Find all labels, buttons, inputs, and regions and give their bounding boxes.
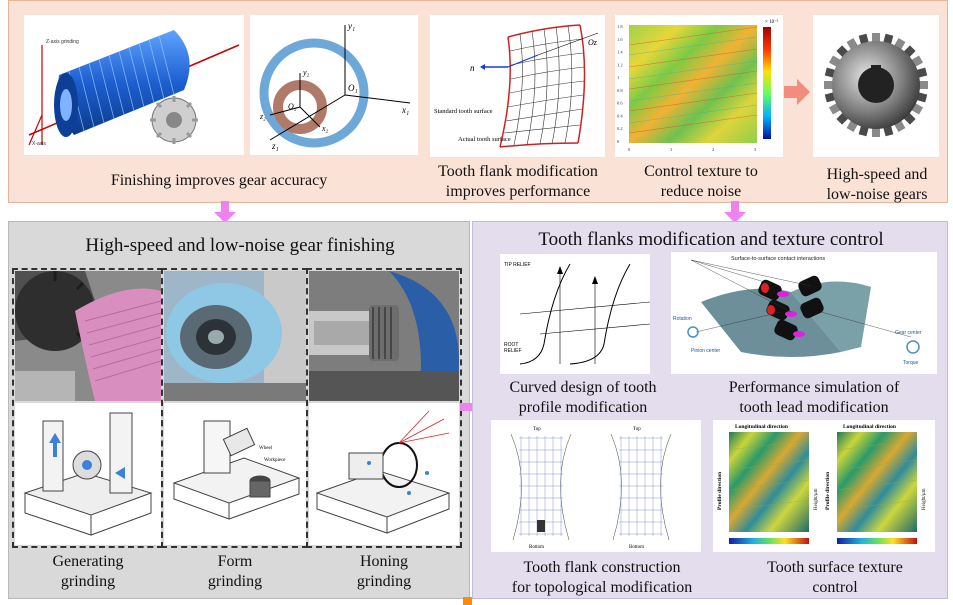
texture-ytick: 1.2 (617, 62, 623, 67)
label-n: n (470, 63, 475, 73)
texture-ytick: 1.6 (617, 37, 623, 42)
texture-ytick: 1.4 (617, 50, 623, 55)
label-y2: y₂ (302, 68, 310, 77)
label-o1: O₁ (348, 83, 358, 93)
label-o2: O₂ (288, 102, 297, 111)
profile-modification-caption: Curved design of tooth profile modificat… (509, 379, 657, 416)
texture-xtick: 2 (712, 147, 714, 152)
label-workpiece: Workpiece (264, 458, 286, 463)
form-machine-sketch: Wheel Workpiece (164, 403, 306, 545)
label-standard-surface: Standard tooth surface (434, 108, 493, 115)
label-torque: Torque (903, 360, 919, 366)
orange-marker (463, 597, 472, 605)
generating-grinding-photo (15, 271, 161, 401)
arrow-right-salmon-icon (784, 79, 810, 105)
label-bottom-right: Bottom (629, 545, 644, 550)
texture-ytick: 0.6 (617, 101, 623, 106)
label-top-left: Top (533, 427, 541, 432)
texture-ytick: 0.8 (617, 88, 623, 93)
texture-ytick: 0.4 (617, 113, 623, 118)
texture-caption: Control texture to reduce noise (644, 163, 758, 200)
finishing-caption: Finishing improves gear accuracy (110, 172, 328, 189)
label-x2: x₂ (321, 124, 329, 133)
texture-ytick: 1 (617, 75, 619, 80)
texture-ytick: 0.2 (617, 126, 623, 131)
texture-control-caption: Tooth surface texture control (767, 559, 903, 596)
label-y1: y₁ (347, 21, 355, 31)
texture-ytick: 0 (617, 139, 620, 144)
form-grinding-caption: Form grinding (207, 553, 263, 590)
label-height-2: Height/μm (922, 488, 927, 510)
coordinate-system-diagram: y₁ x₁ z₁ O₁ y₂ x₂ z₂ O₂ (250, 15, 418, 155)
modification-panel: Tooth flanks modification and texture co… (472, 221, 948, 599)
modification-caption: Tooth flank modification improves perfor… (438, 163, 598, 200)
gear-caption: High-speed and low-noise gears (826, 166, 928, 203)
axis-label-a: Z-axis grinding (46, 39, 79, 45)
modification-panel-title: Tooth flanks modification and texture co… (538, 229, 884, 250)
generating-grinding-caption: Generating grinding (52, 553, 124, 590)
axis-label-b: X-axis (32, 141, 46, 147)
gear-tooth (872, 33, 880, 45)
label-rotation: Rotation (673, 316, 692, 322)
finishing-panel-title: High-speed and low-noise gear finishing (85, 235, 395, 256)
label-z2: z₂ (259, 112, 266, 121)
label-z1: z₁ (271, 141, 279, 151)
gear-tooth (872, 125, 880, 137)
finishing-panel: High-speed and low-noise gear finishing (8, 221, 470, 599)
label-longitudinal-1: Longitudinal direction (735, 424, 788, 430)
label-oz: Oz (588, 38, 598, 47)
label-profile-2: Profile direction (825, 472, 831, 510)
label-bottom-left: Bottom (529, 545, 544, 550)
worm-grinding-illustration: Z-axis grinding X-axis (24, 15, 244, 155)
label-tip-relief: TIP RELIEF (504, 262, 531, 268)
label-wheel: Wheel (259, 446, 273, 451)
honing-grinding-caption: Honing grinding (356, 553, 412, 590)
tooth-surface-grid-diagram: n Oz Standard tooth surface Actual tooth… (430, 15, 605, 157)
colorbar-scale: × 10⁻³ (765, 19, 779, 25)
label-x1: x₁ (401, 105, 409, 115)
topological-modification-diagram: Top Top Bottom Bottom (491, 420, 701, 552)
form-grinding-photo (164, 271, 306, 401)
label-top-right: Top (633, 427, 641, 432)
label-profile-1: Profile direction (717, 472, 723, 510)
texture-xtick: 0 (628, 147, 631, 152)
honing-grinding-photo (309, 271, 459, 401)
lead-modification-simulation: Surface-to-surface contact interactions … (671, 252, 937, 374)
label-gear-center: Gear center (895, 330, 922, 336)
texture-xtick: 1 (670, 147, 672, 152)
label-contact: Surface-to-surface contact interactions (731, 256, 825, 262)
arrow-down-left-icon (214, 201, 236, 223)
texture-xtick: 3 (754, 147, 757, 152)
label-actual-surface: Actual tooth surface (458, 136, 511, 143)
label-longitudinal-2: Longitudinal direction (843, 424, 896, 430)
texture-heatmap: × 10⁻³ 1.8 1.6 1.4 1.2 1 0.8 0.6 0.4 0.2 0 0 1 2 3 (615, 15, 783, 157)
topological-modification-caption: Tooth flank construction for topological… (511, 559, 693, 596)
top-panel: Z-axis grinding X-axis y₁ x₁ z₁ O₁ y₂ x₂… (8, 0, 948, 203)
surface-texture-maps: Longitudinal direction Longitudinal dire… (713, 420, 935, 552)
generating-machine-sketch (15, 403, 161, 545)
lead-modification-caption: Performance simulation of tooth lead mod… (728, 379, 900, 416)
arrow-down-right-icon (724, 201, 746, 223)
label-pinion-center: Pinion center (691, 348, 721, 354)
honing-machine-sketch (309, 403, 459, 545)
texture-ytick: 1.8 (617, 24, 623, 29)
label-height-1: Height/μm (814, 488, 819, 510)
helical-gear-render (813, 15, 939, 157)
